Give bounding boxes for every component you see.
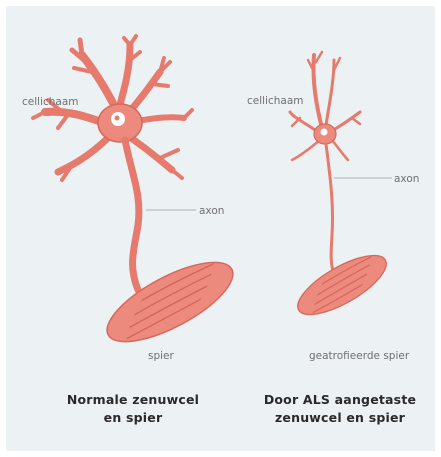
normal-muscle-label: spier: [148, 350, 175, 362]
als-neuron: [290, 52, 395, 326]
als-nucleus: [321, 129, 328, 136]
normal-neuron: [33, 36, 244, 357]
normal-nucleolus: [115, 116, 120, 121]
normal-axon: [125, 140, 139, 290]
normal-cell-body-label: cellichaam: [22, 96, 79, 108]
normal-axon-label: axon: [199, 205, 224, 217]
als-axon: [326, 144, 334, 275]
als-cell-body-label: cellichaam: [247, 95, 304, 107]
als-muscle-label: geatrofieerde spier: [309, 350, 410, 362]
normal-muscle: [96, 247, 243, 357]
als-caption-line2: zenuwcel en spier: [275, 410, 406, 425]
normal-caption-line2: en spier: [104, 410, 163, 425]
als-caption-line1: Door ALS aangetaste: [264, 392, 416, 407]
als-axon-label: axon: [394, 173, 419, 185]
normal-caption-line1: Normale zenuwcel: [67, 392, 199, 407]
als-muscle: [290, 244, 395, 325]
